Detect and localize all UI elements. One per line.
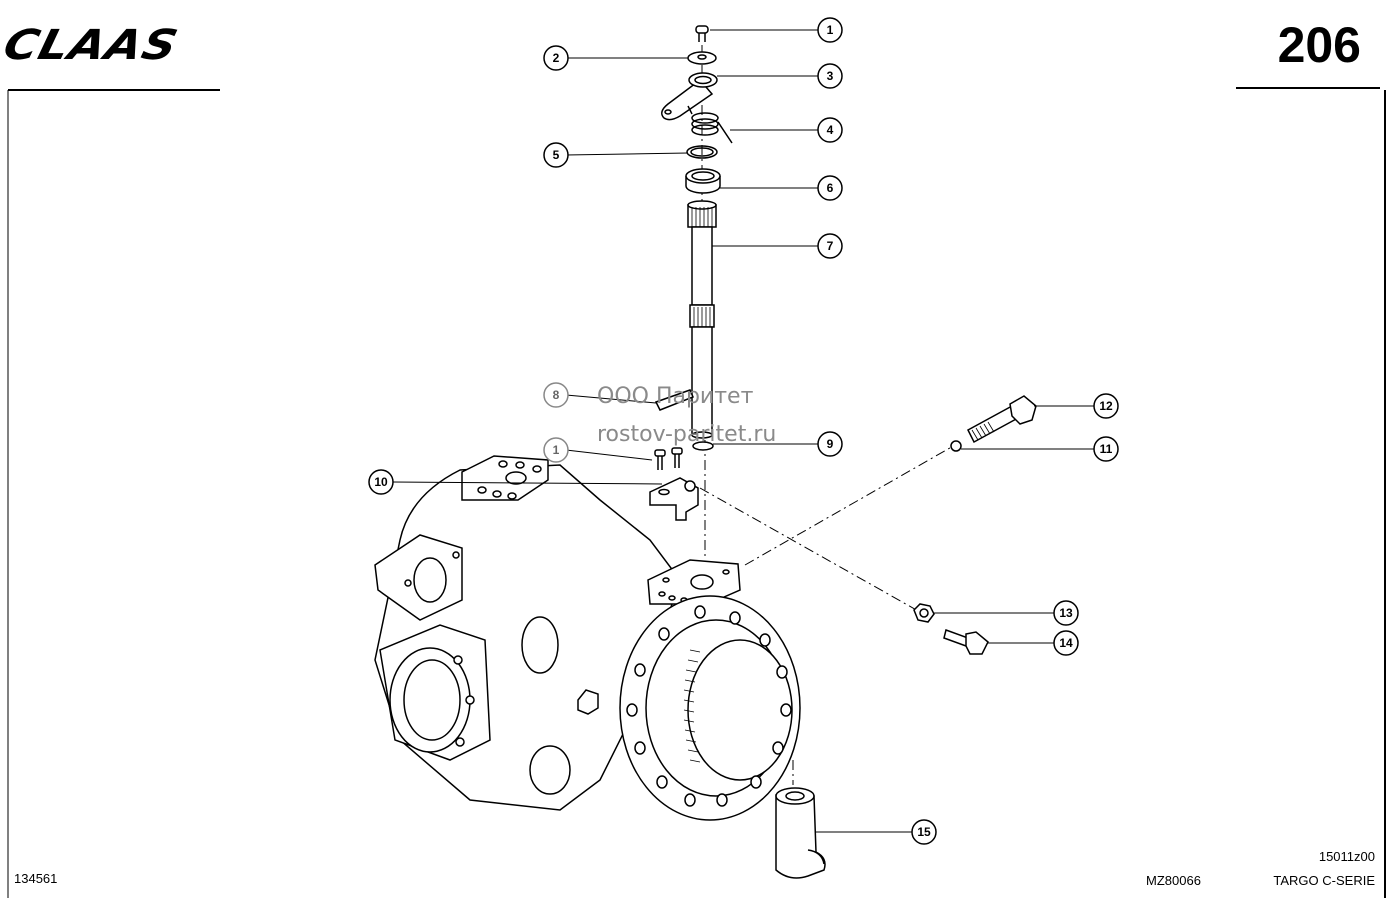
callout-circle-15 bbox=[911, 819, 937, 845]
part-code: MZ80066 bbox=[1146, 873, 1201, 888]
callout-label: 2 bbox=[553, 51, 560, 65]
callout-label: 14 bbox=[1059, 636, 1073, 650]
callout-circle-11 bbox=[1093, 436, 1119, 462]
axle-housing bbox=[374, 455, 801, 821]
callout-circle-14 bbox=[1053, 630, 1079, 656]
pin-part-8 bbox=[654, 389, 694, 411]
callout-label: 5 bbox=[553, 148, 560, 162]
callout-label: 12 bbox=[1099, 399, 1113, 413]
callout-label: 7 bbox=[827, 239, 834, 253]
revision-code: 15011z00 bbox=[1318, 849, 1375, 864]
callout-circle-1b bbox=[543, 437, 569, 463]
watermark-company: ООО Паритет bbox=[597, 384, 754, 409]
bolt-part-14 bbox=[943, 629, 989, 655]
screw-part-1 bbox=[695, 25, 709, 42]
callout-circle-12 bbox=[1093, 393, 1119, 419]
callout-label: 6 bbox=[827, 181, 834, 195]
callout-circle-9 bbox=[817, 431, 843, 457]
model-series: TARGO C-SERIE bbox=[1273, 873, 1375, 888]
bushing-part-6 bbox=[685, 168, 721, 194]
lever-part-3 bbox=[661, 72, 718, 121]
bracket-part-10 bbox=[649, 477, 699, 521]
callout-circle-4 bbox=[817, 117, 843, 143]
callout-circle-7 bbox=[817, 233, 843, 259]
callout-label: 13 bbox=[1059, 606, 1073, 620]
washer-part-9 bbox=[692, 441, 714, 451]
callout-circle-10 bbox=[368, 469, 394, 495]
callout-circle-6 bbox=[817, 175, 843, 201]
callout-circle-1 bbox=[817, 17, 843, 43]
callout-circle-2 bbox=[543, 45, 569, 71]
callout-circle-13 bbox=[1053, 600, 1079, 626]
spring-part-4 bbox=[687, 105, 733, 144]
page-number: 206 bbox=[1277, 17, 1361, 73]
callout-circle-5 bbox=[543, 142, 569, 168]
callout-label: 1 bbox=[827, 23, 834, 37]
callout-label: 11 bbox=[1100, 442, 1113, 456]
callout-label: 4 bbox=[827, 123, 834, 137]
nut-part-13 bbox=[913, 603, 935, 623]
callout-label: 1 bbox=[553, 443, 560, 457]
callout-circle-3 bbox=[817, 63, 843, 89]
callout-label: 3 bbox=[827, 69, 834, 83]
callout-numbers: 1 2 3 4 5 6 7 8 1 9 10 11 12 13 14 15 bbox=[374, 23, 1113, 839]
shaft-part-7 bbox=[687, 200, 717, 439]
ring-part-5 bbox=[686, 145, 718, 159]
frame-lines bbox=[7, 87, 1386, 898]
watermark-url: rostov-paritet.ru bbox=[597, 422, 777, 447]
callout-label: 10 bbox=[374, 475, 388, 489]
callout-circle-8 bbox=[543, 382, 569, 408]
bolt-part-12 bbox=[967, 395, 1037, 444]
leader-lines bbox=[392, 29, 1094, 833]
washer-part-2 bbox=[687, 51, 717, 65]
callout-label: 9 bbox=[827, 437, 834, 451]
screws-part-1b bbox=[654, 447, 683, 470]
callout-circles bbox=[368, 17, 1119, 845]
callout-label: 8 bbox=[553, 388, 560, 402]
ball-part-11 bbox=[950, 440, 962, 452]
callout-label: 15 bbox=[917, 825, 931, 839]
drawing-number: 134561 bbox=[14, 871, 58, 886]
sleeve-part-15 bbox=[775, 787, 826, 879]
